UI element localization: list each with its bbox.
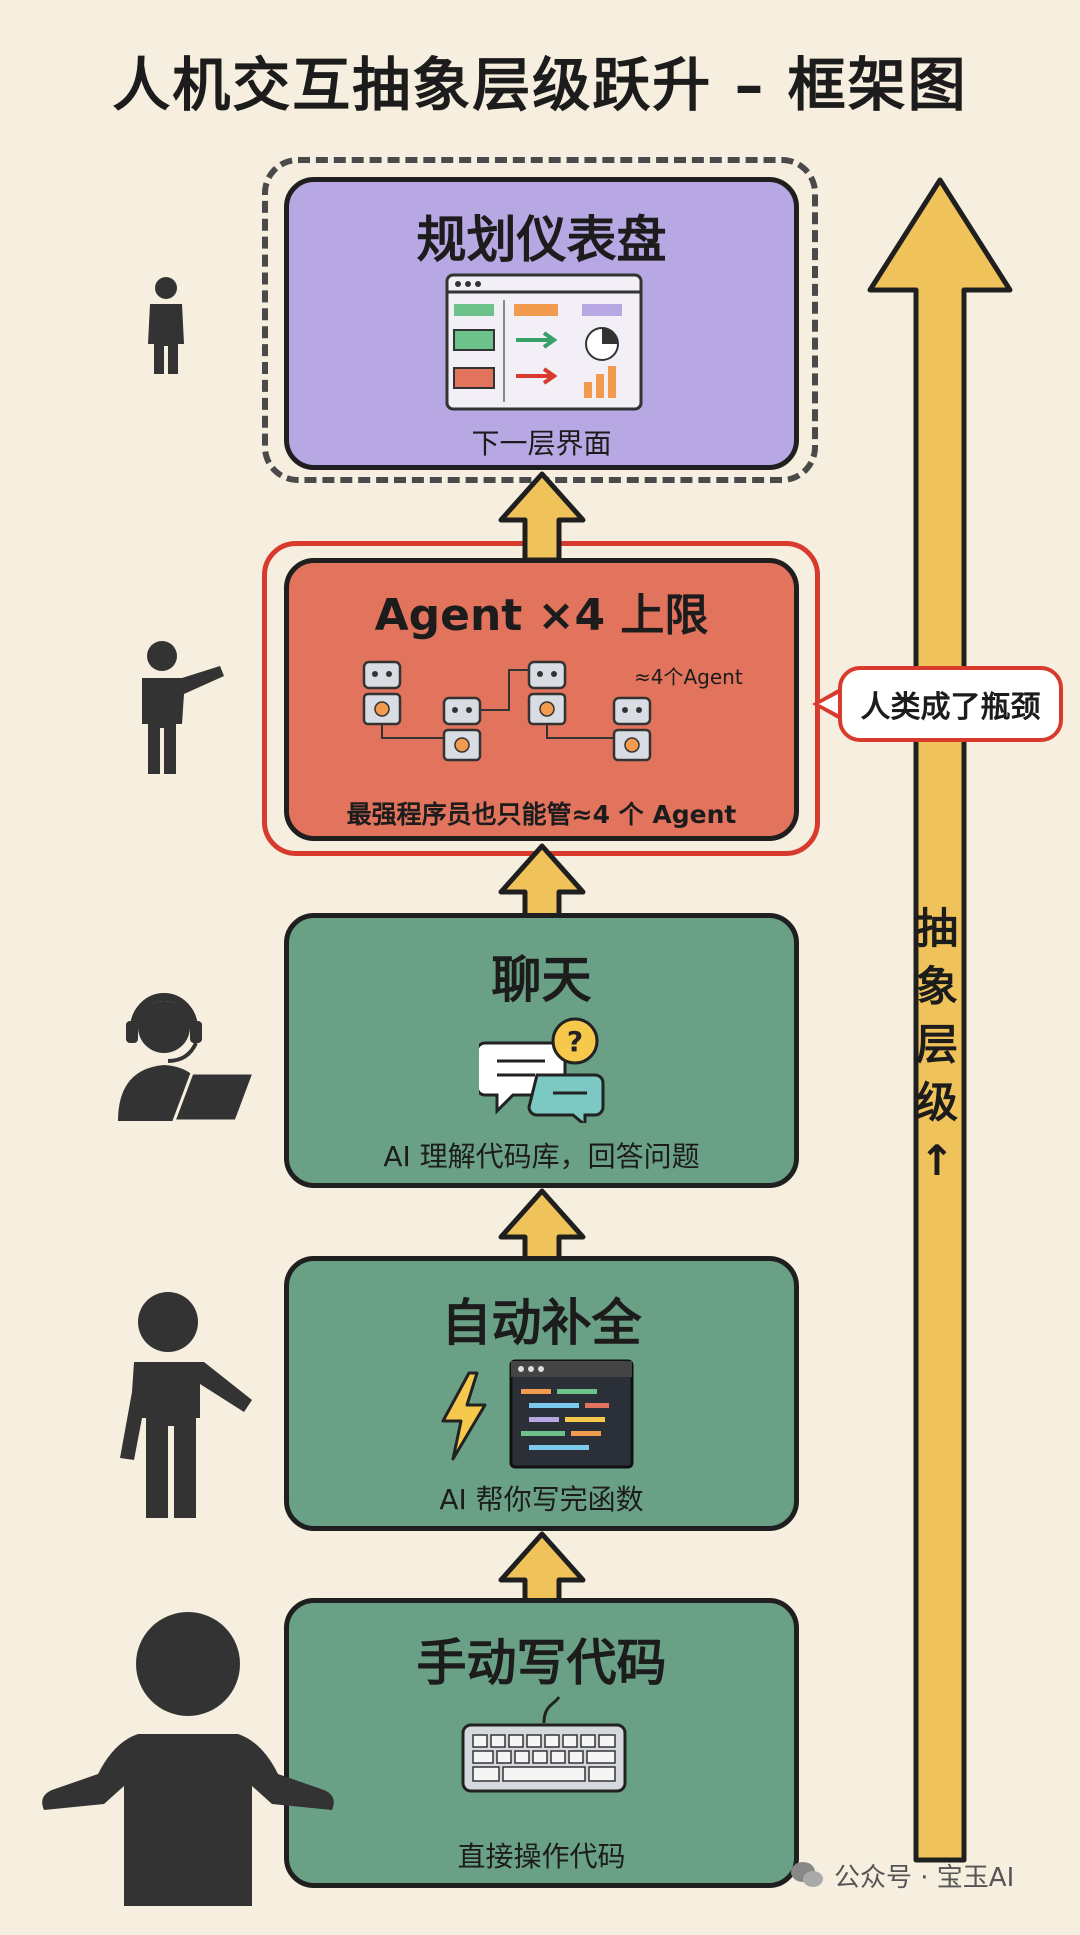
stage-subtitle: 最强程序员也只能管≈4 个 Agent: [346, 800, 737, 829]
watermark-text: 公众号 · 宝玉AI: [834, 1862, 1015, 1893]
stage-subtitle: AI 理解代码库，回答问题: [383, 1140, 700, 1173]
stage-title: 聊天: [491, 951, 592, 1009]
person-small-icon: [148, 277, 184, 374]
axis-label: 抽象层级↑: [915, 904, 958, 1185]
bottleneck-callout: 人类成了瓶颈: [838, 666, 1063, 742]
wechat-icon: [791, 1862, 823, 1887]
stage-subtitle: 直接操作代码: [457, 1840, 626, 1873]
stage-chat: 聊天 ? AI 理解代码库，回答问题: [284, 913, 799, 1188]
svg-text:?: ?: [567, 1025, 583, 1058]
up-arrow-icon: [498, 471, 586, 562]
watermark: 公众号 · 宝玉AI: [790, 1850, 1060, 1900]
keyboard-icon: [461, 1696, 627, 1793]
dashboard-icon: [445, 273, 643, 411]
callout-tail-inner: [819, 693, 840, 715]
lightning-icon: [441, 1371, 487, 1461]
person-gesturing-icon: [120, 1292, 252, 1518]
stage-manual-coding: 手动写代码 直接操作代码: [284, 1598, 799, 1888]
stage-title: 手动写代码: [416, 1634, 667, 1692]
support-agent-icon: [118, 993, 257, 1123]
stage-autocomplete: 自动补全 AI 帮你写完函数: [284, 1256, 799, 1531]
stage-title: 规划仪表盘: [416, 211, 667, 269]
stage-planning-dashboard: 规划仪表盘 下一层界面: [284, 177, 799, 470]
page-title: 人机交互抽象层级跃升 – 框架图: [112, 51, 968, 119]
chat-bubbles-icon: ?: [479, 1017, 605, 1123]
stage-title: 自动补全: [441, 1294, 642, 1352]
abstraction-level-arrow: [867, 177, 1013, 1863]
stage-agent-limit: Agent ×4 上限 ≈4个Agent 最强程序员也只能管≈4 个 Agent: [284, 558, 799, 841]
stage-subtitle: 下一层界面: [471, 427, 612, 460]
person-shrugging-icon: [42, 1612, 334, 1906]
person-pointing-icon: [142, 641, 224, 774]
robot-group-icon: [362, 660, 652, 762]
agent-count-note: ≈4个Agent: [634, 665, 743, 689]
code-editor-icon: [509, 1359, 634, 1469]
stage-title: Agent ×4 上限: [374, 590, 709, 641]
stage-subtitle: AI 帮你写完函数: [439, 1483, 644, 1516]
